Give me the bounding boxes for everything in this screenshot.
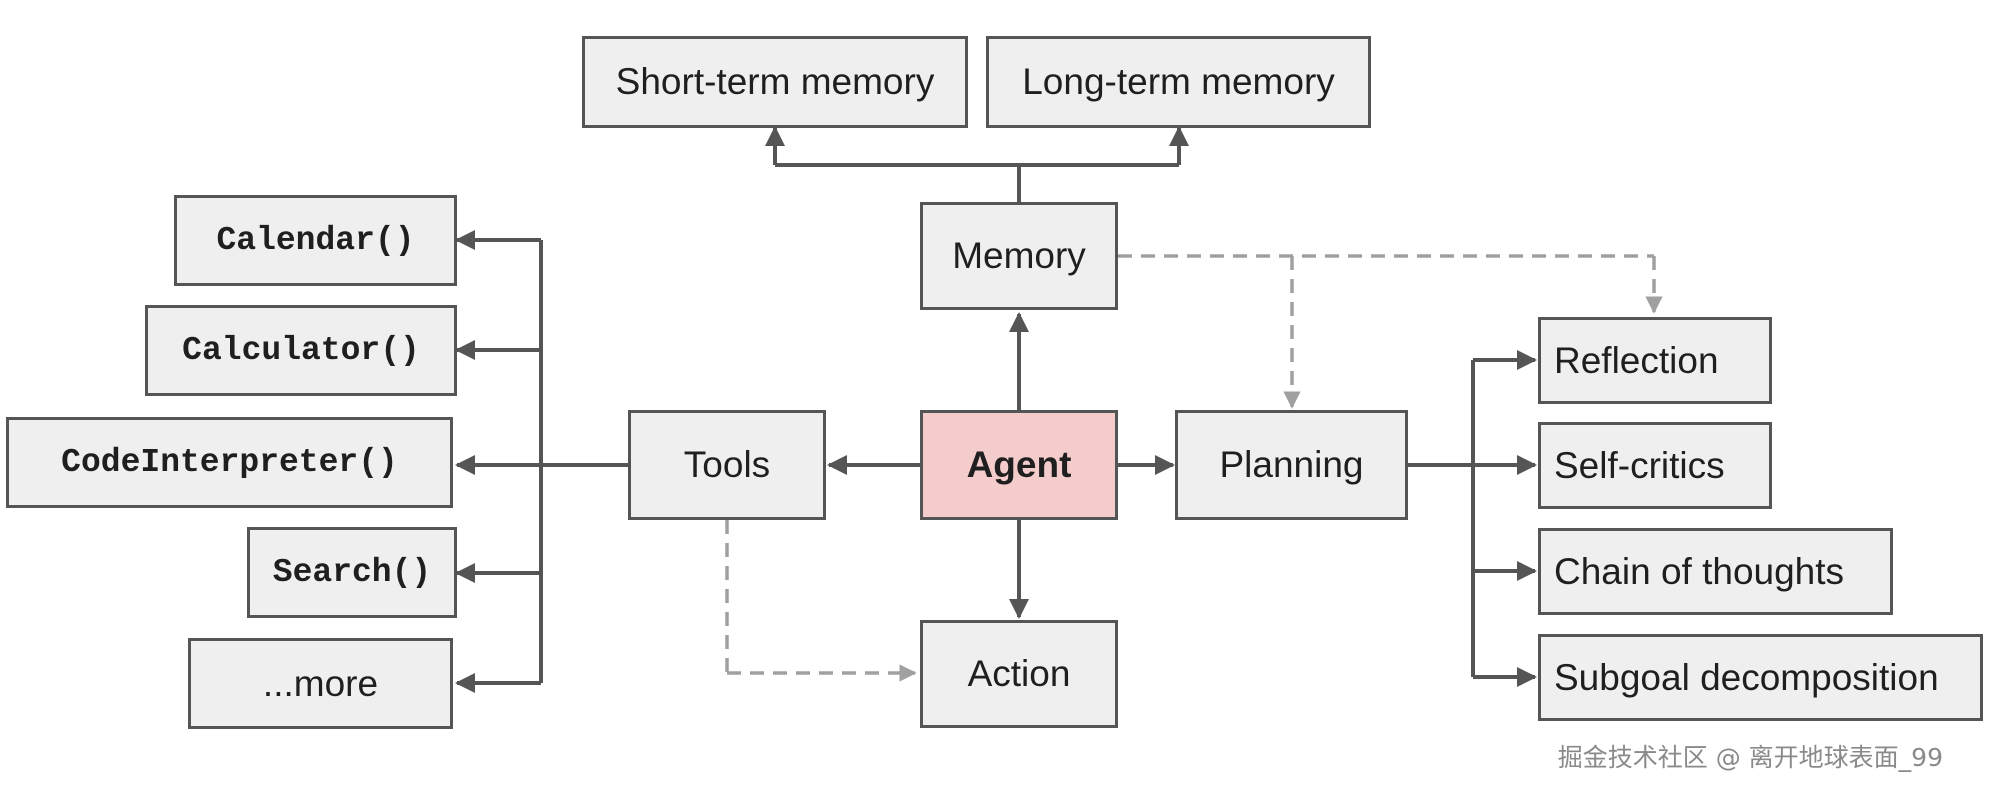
- action-node: Action: [920, 620, 1118, 728]
- edge-memory-to-memory-types: [765, 126, 1189, 202]
- calculator-tool-node: Calculator(): [145, 305, 457, 396]
- edge-memory-dashed: [1118, 254, 1663, 409]
- chain-of-thoughts-node: Chain of thoughts: [1538, 528, 1893, 615]
- edge-tools-to-tool-list: [455, 230, 628, 693]
- code-interpreter-tool-node: CodeInterpreter(): [6, 417, 453, 508]
- edge-tools-to-action-dashed: [725, 520, 917, 682]
- subgoal-decomposition-node: Subgoal decomposition: [1538, 634, 1983, 721]
- planning-node: Planning: [1175, 410, 1408, 520]
- agent-node: Agent: [920, 410, 1118, 520]
- memory-node: Memory: [920, 202, 1118, 310]
- edge-planning-to-methods: [1408, 350, 1537, 687]
- watermark: 掘金技术社区 @ 离开地球表面_99: [1557, 743, 1943, 772]
- calendar-tool-node: Calendar(): [174, 195, 457, 286]
- more-tools-node: ...more: [188, 638, 453, 729]
- reflection-node: Reflection: [1538, 317, 1772, 404]
- tools-node: Tools: [628, 410, 826, 520]
- short-term-memory-node: Short-term memory: [582, 36, 968, 128]
- search-tool-node: Search(): [247, 527, 457, 618]
- long-term-memory-node: Long-term memory: [986, 36, 1371, 128]
- self-critics-node: Self-critics: [1538, 422, 1772, 509]
